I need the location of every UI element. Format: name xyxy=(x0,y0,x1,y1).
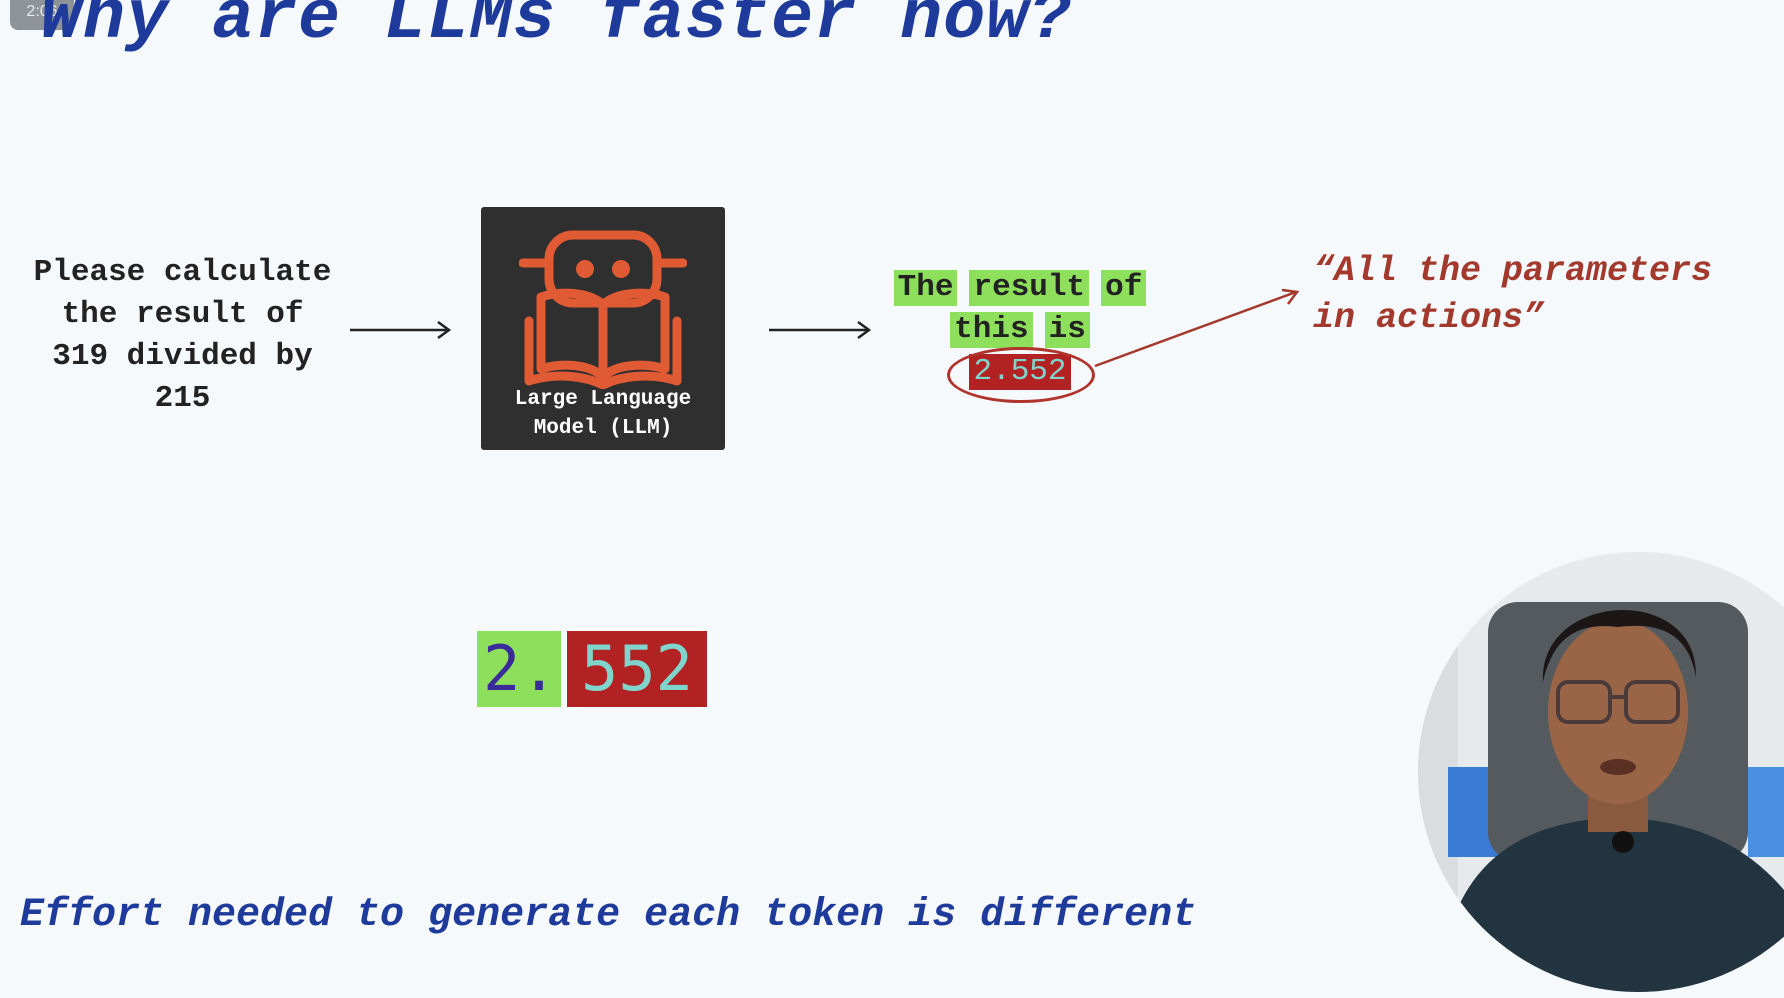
presenter-video-feed xyxy=(1418,552,1784,992)
prompt-line: 319 divided by xyxy=(52,339,313,374)
slide-title: Why are LLMs faster now? xyxy=(40,0,1073,59)
token-line: The result of xyxy=(860,270,1180,312)
arrow-right-icon xyxy=(769,320,872,340)
prompt-line: the result of xyxy=(61,297,304,332)
llm-model-box: Large Language Model (LLM) xyxy=(481,207,725,450)
token: The xyxy=(893,270,958,306)
token: this xyxy=(950,312,1033,348)
llm-label: Large Language Model (LLM) xyxy=(514,388,692,440)
token: of xyxy=(1101,270,1147,306)
arrow-right-icon xyxy=(350,320,452,340)
token: result xyxy=(969,270,1090,306)
result-highlight-ellipse xyxy=(947,347,1095,403)
prompt-text: Please calculate the result of 319 divid… xyxy=(10,252,355,420)
token-split-example: 2. 552 xyxy=(477,631,707,707)
timestamp-badge: 2:06 xyxy=(10,0,74,30)
presenter-webcam xyxy=(1418,552,1784,992)
parameters-quote: “All the parameters in actions” xyxy=(1313,251,1713,338)
token-first: 2. xyxy=(477,631,561,707)
slide-footer: Effort needed to generate each token is … xyxy=(20,893,1197,938)
prompt-line: Please calculate xyxy=(33,255,332,290)
prompt-line: 215 xyxy=(154,381,211,416)
token: is xyxy=(1044,312,1090,348)
robot-reading-book-icon xyxy=(519,230,687,389)
token-line: this is xyxy=(860,312,1180,354)
token-second: 552 xyxy=(567,631,707,707)
token-gap xyxy=(561,631,567,707)
annotation-arrow-icon xyxy=(1094,288,1300,368)
